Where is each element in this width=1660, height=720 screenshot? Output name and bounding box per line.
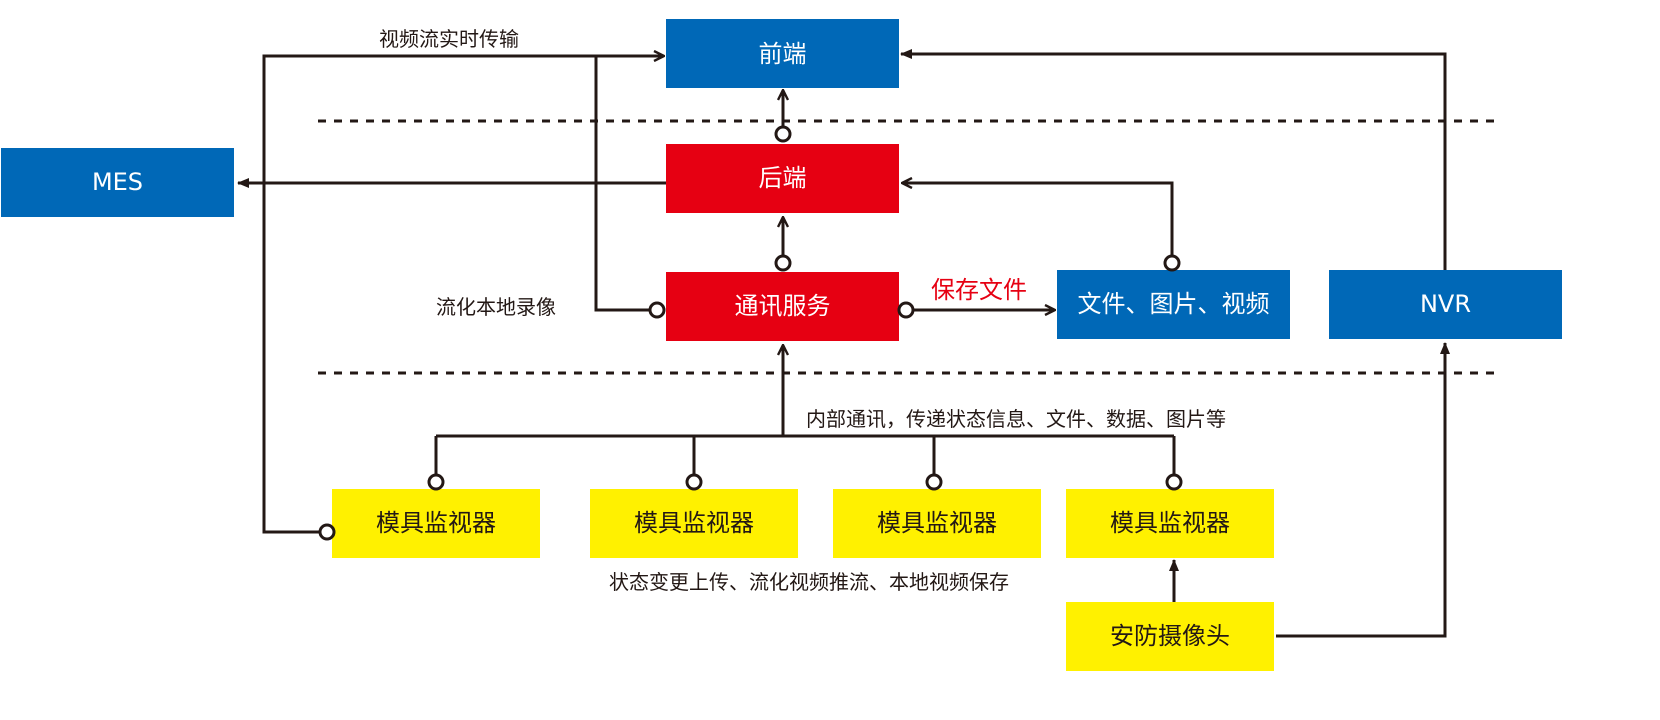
nvr-to-frontend-arrow (900, 49, 1447, 270)
backend-label: 后端 (759, 164, 807, 192)
video-stream-label: 视频流实时传输 (379, 27, 519, 51)
security-camera-label: 安防摄像头 (1110, 622, 1230, 650)
nvr-box (1329, 270, 1562, 339)
node-mold-monitor-1: 模具监视器 (332, 489, 540, 558)
endpoint-monitor-4-top (1165, 473, 1183, 491)
monitor-to-frontend-stream-line (262, 56, 664, 534)
connector-endpoints (318, 125, 1183, 541)
endpoint-files-top (1163, 254, 1181, 272)
node-nvr: NVR (1329, 270, 1562, 339)
endpoint-backend-top (774, 125, 792, 143)
node-mold-monitor-4: 模具监视器 (1066, 489, 1274, 558)
endpoint-comm-top (774, 254, 792, 272)
node-backend: 后端 (666, 144, 899, 213)
mold-monitor-3-box (833, 489, 1041, 558)
local-recording-label: 流化本地录像 (436, 295, 556, 319)
endpoint-comm-right (897, 301, 915, 319)
mold-monitor-2-label: 模具监视器 (634, 509, 754, 537)
node-frontend: 前端 (666, 19, 899, 88)
security-camera-box (1066, 602, 1274, 671)
files-box (1057, 270, 1290, 339)
mold-monitor-4-label: 模具监视器 (1110, 509, 1230, 537)
mes-label: MES (92, 168, 143, 196)
files-label: 文件、图片、视频 (1078, 290, 1270, 318)
frontend-label: 前端 (759, 40, 807, 68)
camera-to-nvr-arrow (1276, 342, 1450, 638)
node-security-camera: 安防摄像头 (1066, 602, 1274, 671)
connectors (237, 49, 1450, 638)
endpoint-monitor-1-top (427, 473, 445, 491)
endpoint-monitor-3-top (925, 473, 943, 491)
mold-monitor-4-box (1066, 489, 1274, 558)
node-comm-service: 通讯服务 (666, 272, 899, 341)
nvr-label: NVR (1420, 290, 1471, 318)
endpoint-comm-left (648, 301, 666, 319)
mes-box (1, 148, 234, 217)
comm-service-box (666, 272, 899, 341)
endpoint-monitor-1-left (318, 523, 336, 541)
comm-service-label: 通讯服务 (735, 292, 831, 320)
files-to-backend-arrow (902, 183, 1174, 256)
comm-to-stream-line (594, 56, 650, 312)
save-file-label: 保存文件 (931, 276, 1027, 304)
monitor-functions-label: 状态变更上传、流化视频推流、本地视频保存 (609, 570, 1009, 594)
mold-monitor-2-box (590, 489, 798, 558)
backend-box (666, 144, 899, 213)
mold-monitor-3-label: 模具监视器 (877, 509, 997, 537)
mold-monitor-1-label: 模具监视器 (376, 509, 496, 537)
endpoint-monitor-2-top (685, 473, 703, 491)
node-mold-monitor-2: 模具监视器 (590, 489, 798, 558)
node-files: 文件、图片、视频 (1057, 270, 1290, 339)
frontend-box (666, 19, 899, 88)
node-mes: MES (1, 148, 234, 217)
mold-monitor-1-box (332, 489, 540, 558)
node-mold-monitor-3: 模具监视器 (833, 489, 1041, 558)
internal-comm-label: 内部通讯，传递状态信息、文件、数据、图片等 (806, 407, 1226, 431)
